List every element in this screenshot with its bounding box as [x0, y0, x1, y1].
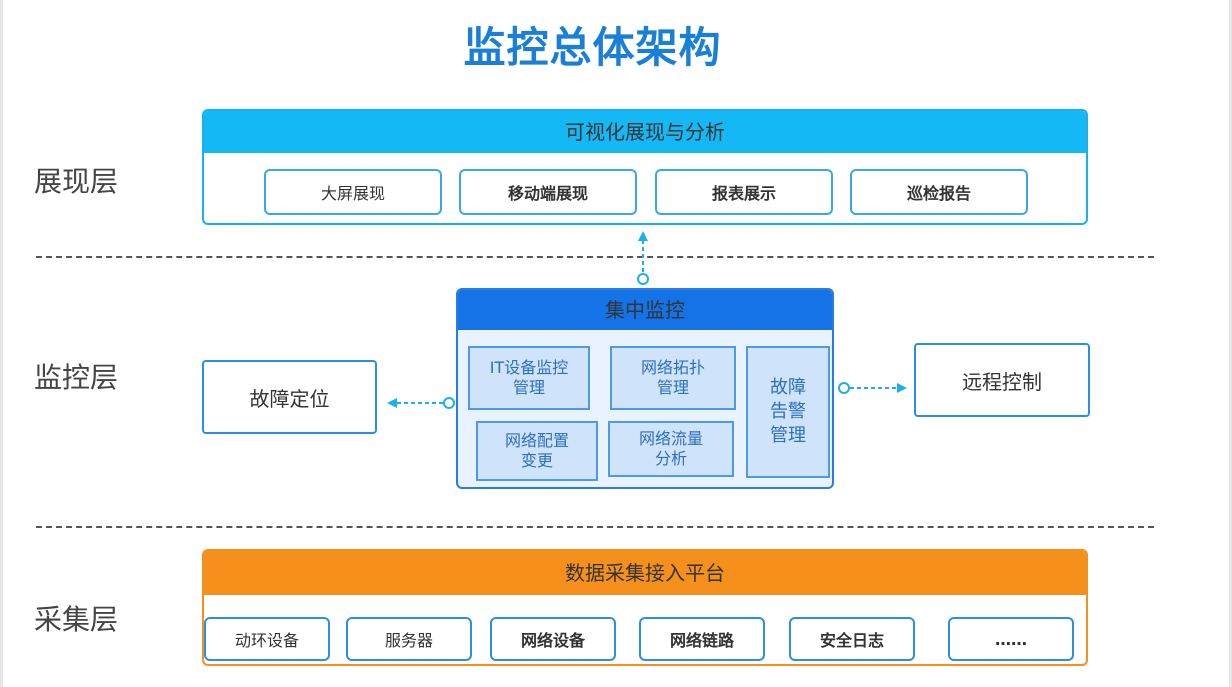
arrow-to-fault-location	[387, 397, 455, 409]
chip-network-device: 网络设备	[490, 617, 616, 661]
chip-big-screen: 大屏展现	[264, 169, 442, 215]
module-alarm: 故障 告警 管理	[746, 346, 830, 478]
chip-network-link: 网络链路	[639, 617, 765, 661]
layer-separator-2	[36, 526, 1154, 528]
layer-label-collection: 采集层	[34, 603, 119, 636]
central-monitoring-header: 集中监控	[458, 290, 832, 330]
module-config: 网络配置 变更	[476, 421, 598, 481]
module-topology: 网络拓扑 管理	[610, 346, 736, 410]
visualization-panel-header: 可视化展现与分析	[204, 111, 1086, 153]
diagram-title: 监控总体架构	[463, 23, 722, 72]
data-collection-panel: 数据采集接入平台 动环设备 服务器 网络设备 网络链路 安全日志 ……	[202, 549, 1088, 666]
layer-separator-1	[36, 256, 1154, 258]
arrow-to-remote-control	[838, 382, 907, 394]
chip-report: 报表展示	[655, 169, 833, 215]
chip-server: 服务器	[346, 617, 472, 661]
layer-label-monitoring: 监控层	[34, 361, 119, 394]
left-edge	[0, 0, 3, 687]
chip-security-log: 安全日志	[789, 617, 915, 661]
right-edge	[1229, 0, 1232, 687]
data-collection-header: 数据采集接入平台	[204, 551, 1086, 595]
chip-inspection: 巡检报告	[850, 169, 1028, 215]
visualization-panel: 可视化展现与分析 大屏展现 移动端展现 报表展示 巡检报告	[202, 109, 1088, 225]
chip-more: ……	[948, 617, 1074, 661]
chip-env-device: 动环设备	[204, 617, 330, 661]
layer-label-presentation: 展现层	[34, 165, 119, 198]
module-traffic: 网络流量 分析	[608, 421, 734, 477]
remote-control-box: 远程控制	[914, 343, 1090, 417]
central-monitoring-panel: 集中监控 IT设备监控 管理 网络拓扑 管理 故障 告警 管理 网络配置 变更 …	[456, 288, 834, 489]
fault-location-box: 故障定位	[202, 360, 377, 434]
chip-mobile: 移动端展现	[459, 169, 637, 215]
module-it-device: IT设备监控 管理	[468, 346, 590, 410]
arrow-to-visualization	[637, 231, 649, 285]
